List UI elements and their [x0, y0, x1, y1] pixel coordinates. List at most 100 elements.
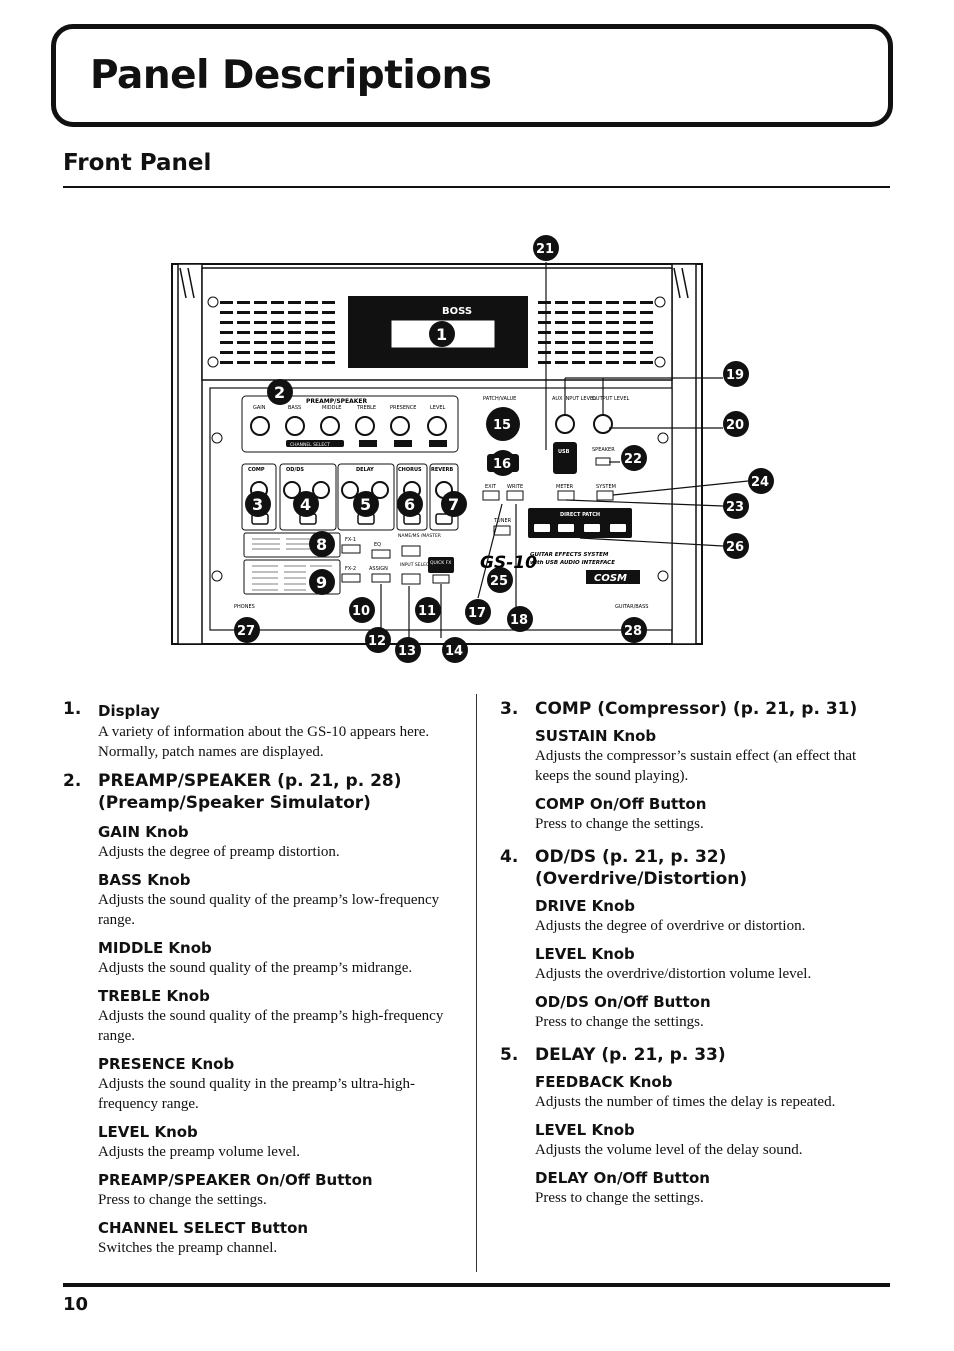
tuner-label: TUNER — [493, 518, 512, 524]
callout-15: 15 — [493, 418, 511, 433]
direct-patch-3-button[interactable] — [584, 524, 600, 532]
callout-18-badge — [507, 606, 533, 632]
item-number: 5. — [500, 1045, 519, 1065]
level-knob[interactable] — [427, 416, 447, 436]
write-button[interactable] — [506, 490, 524, 501]
callout-6: 6 — [404, 495, 415, 514]
fx1-types-box — [243, 532, 341, 558]
knob-label-treble: TREBLE — [356, 405, 376, 411]
channel-a-button[interactable] — [359, 440, 377, 447]
callout-4-badge — [293, 491, 319, 517]
callout-28: 28 — [624, 624, 642, 639]
direct-patch-1-button[interactable] — [534, 524, 550, 532]
callout-9-badge — [309, 569, 335, 595]
fx2-button[interactable] — [341, 573, 361, 583]
callout-1-badge — [429, 321, 455, 347]
left-grille — [220, 301, 335, 364]
sub-label: LEVEL Knob — [535, 945, 635, 963]
callout-17: 17 — [468, 606, 486, 621]
right-grille — [538, 301, 653, 364]
sub-desc: Adjusts the number of times the delay is… — [535, 1094, 836, 1110]
name-ms-label: NAME/MS /MASTER — [398, 533, 441, 539]
quick-fx-button[interactable] — [432, 574, 450, 584]
callout-20: 20 — [726, 418, 744, 433]
exit-label: EXIT — [485, 484, 497, 490]
fx1-button[interactable] — [341, 544, 361, 554]
sub-desc: Adjusts the sound quality of the preamp’… — [98, 892, 440, 928]
footer-rule — [63, 1283, 890, 1287]
eq-button[interactable] — [371, 549, 391, 559]
odds-block — [279, 463, 337, 531]
delay-level-knob[interactable] — [371, 481, 389, 499]
odds-level-knob[interactable] — [312, 481, 330, 499]
sub-desc: Adjusts the overdrive/distortion volume … — [535, 966, 812, 982]
tagline-1: GUITAR EFFECTS SYSTEM — [530, 552, 609, 558]
name-ms-master-button[interactable] — [401, 545, 421, 557]
callout-3-badge — [245, 491, 271, 517]
treble-knob[interactable] — [355, 416, 375, 436]
callout-10: 10 — [352, 604, 370, 619]
callout-16-badge — [490, 450, 516, 476]
callout-8: 8 — [316, 535, 327, 554]
sub-label: TREBLE Knob — [98, 987, 210, 1005]
output-level-knob[interactable] — [593, 414, 613, 434]
callout-21-badge — [533, 235, 559, 261]
item-title: Display — [98, 702, 160, 720]
middle-knob[interactable] — [320, 416, 340, 436]
direct-patch-2-button[interactable] — [558, 524, 574, 532]
drive-knob[interactable] — [283, 481, 301, 499]
callout-8-badge — [309, 531, 335, 557]
quick-fx-badge — [428, 557, 454, 573]
assign-button[interactable] — [371, 573, 391, 583]
sub-label: LEVEL Knob — [98, 1123, 198, 1141]
meter-button[interactable] — [557, 490, 575, 501]
sub-label: COMP On/Off Button — [535, 795, 707, 813]
exit-button[interactable] — [482, 490, 500, 501]
callout-22: 22 — [624, 452, 642, 467]
fx1-label: FX-1 — [345, 537, 356, 543]
callout-19: 19 — [726, 368, 744, 383]
title-box: Panel Descriptions — [51, 24, 893, 127]
knob-label-gain: GAIN — [253, 405, 266, 411]
item-number: 2. — [63, 771, 82, 791]
callout-23-badge — [723, 493, 749, 519]
callout-25-badge — [487, 567, 513, 593]
callout-23: 23 — [726, 500, 744, 515]
input-select-button[interactable] — [401, 573, 421, 585]
item-preamp-speaker: 2. PREAMP/SPEAKER (p. 21, p. 28) (Preamp… — [63, 770, 463, 1258]
preamp-header: PREAMP/SPEAKER — [306, 398, 368, 405]
reverb-on-off-button[interactable] — [435, 513, 453, 525]
knob-label-bass: BASS — [288, 405, 301, 411]
system-label: SYSTEM — [596, 484, 616, 490]
callout-19-badge — [723, 361, 749, 387]
comp-block — [241, 463, 277, 531]
input-select-label: INPUT SELECT — [400, 562, 432, 568]
direct-patch-4-button[interactable] — [610, 524, 626, 532]
fx-label-delay: DELAY — [356, 467, 374, 473]
sub-desc: Adjusts the preamp volume level. — [98, 1144, 301, 1160]
left-column: 1. Display A variety of information abou… — [63, 698, 463, 1264]
feedback-knob[interactable] — [341, 481, 359, 499]
item-title: PREAMP/SPEAKER (p. 21, p. 28) (Preamp/Sp… — [98, 771, 402, 813]
system-button[interactable] — [596, 490, 614, 501]
page-title: Panel Descriptions — [90, 53, 492, 98]
item-number: 3. — [500, 699, 519, 719]
callout-14-badge — [442, 637, 468, 663]
output-level-label: OUTPUT LEVEL — [592, 396, 629, 402]
gain-knob[interactable] — [250, 416, 270, 436]
tuner-button[interactable] — [493, 525, 511, 536]
bass-knob[interactable] — [285, 416, 305, 436]
presence-knob[interactable] — [390, 416, 410, 436]
channel-c-button[interactable] — [429, 440, 447, 447]
sub-entry: DRIVE Knob Adjusts the degree of overdri… — [535, 897, 890, 1032]
item-title: COMP (Compressor) (p. 21, p. 31) — [535, 699, 858, 719]
aux-input-level-knob[interactable] — [555, 414, 575, 434]
eq-label: EQ — [374, 542, 381, 548]
sub-label: OD/DS On/Off Button — [535, 993, 711, 1011]
callout-14: 14 — [445, 644, 463, 659]
callout-26-badge — [723, 533, 749, 559]
speaker-switch[interactable] — [595, 457, 611, 466]
channel-b-button[interactable] — [394, 440, 412, 447]
sub-label: LEVEL Knob — [535, 1121, 635, 1139]
sub-desc: Adjusts the sound quality of the preamp’… — [98, 1008, 444, 1044]
